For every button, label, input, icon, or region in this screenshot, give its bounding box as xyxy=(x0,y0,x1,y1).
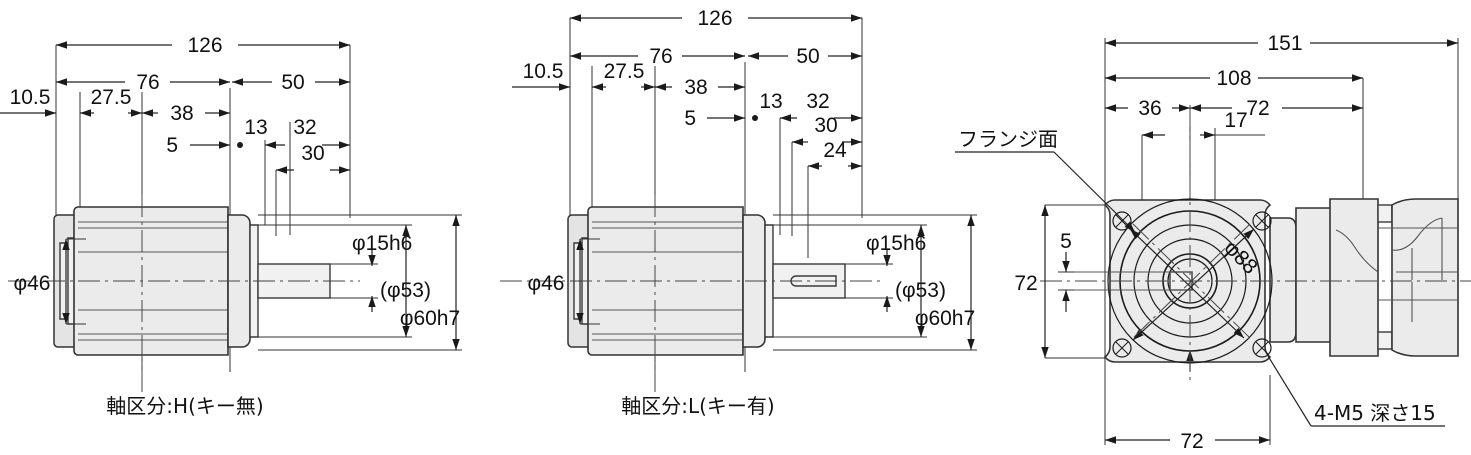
dim-label-76-mid: 76 xyxy=(649,45,672,68)
dim-right-5: 5 xyxy=(1058,230,1074,312)
flange-face-note: フランジ面 xyxy=(955,127,1136,233)
dim-right-151: 151 xyxy=(1105,32,1458,55)
dim-left-126: 126 xyxy=(56,34,350,57)
node-dot-mid xyxy=(752,115,758,121)
mounting-holes xyxy=(1112,211,1272,358)
dim-label-10-5-mid: 10.5 xyxy=(523,60,564,83)
dim-mid-76: 76 xyxy=(570,45,745,68)
dim-mid-5: 5 xyxy=(684,107,758,130)
motor-body-ribs-mid xyxy=(592,221,743,341)
shaft-side-lines xyxy=(1060,271,1192,291)
view-middle-caption: 軸区分:L(キー有) xyxy=(621,394,775,418)
dim-left-5: 5 xyxy=(166,134,243,157)
dim-left-50: 50 xyxy=(232,71,350,94)
dim-label-36: 36 xyxy=(1138,97,1161,120)
tapped-hole-label: 4-M5 深さ15 xyxy=(1314,401,1436,425)
dim-left-27-5: 27.5 xyxy=(80,86,142,117)
right-body-details xyxy=(1335,217,1458,322)
dim-left-38: 38 xyxy=(142,102,230,125)
dim-label-13-mid: 13 xyxy=(759,90,782,113)
dim-left-76: 76 xyxy=(56,71,230,94)
dim-right-108: 108 xyxy=(1105,67,1363,90)
dim-mid-32: 32 xyxy=(780,90,862,122)
view-right: 151 108 36 72 17 xyxy=(955,32,1471,453)
hole-top-right xyxy=(1252,211,1272,231)
dim-label-72-top: 72 xyxy=(1246,97,1269,120)
dim-label-10-5: 10.5 xyxy=(10,86,51,109)
hole-bottom-left xyxy=(1112,338,1132,358)
terminal-box-bottom xyxy=(1377,331,1393,350)
view-middle: 126 76 50 10.5 27.5 38 xyxy=(500,7,977,418)
view-left: 126 76 50 10.5 27.5 38 xyxy=(0,34,462,418)
dim-left-shaft-diameters: φ15h6 (φ53) φ60h7 xyxy=(250,214,462,351)
dim-left-32: 32 xyxy=(265,116,350,149)
dim-label-24-mid: 24 xyxy=(823,139,847,162)
flange-face-label: フランジ面 xyxy=(958,127,1058,151)
motor-body-mid xyxy=(587,206,744,356)
dim-mid-phi46: φ46 xyxy=(528,238,600,325)
diagonal-centerlines xyxy=(1132,223,1251,339)
dim-label-27-5: 27.5 xyxy=(91,86,132,109)
view-left-caption: 軸区分:H(キー無) xyxy=(106,394,263,418)
dim-label-30-mid: 30 xyxy=(814,114,837,137)
dim-label-126-mid: 126 xyxy=(697,7,732,30)
dim-mid-126: 126 xyxy=(570,7,862,30)
dim-label-phi15h6: φ15h6 xyxy=(352,232,412,255)
motor-body-ribs xyxy=(78,221,228,341)
terminal-box-top xyxy=(1377,204,1393,223)
hole-bottom-right xyxy=(1252,338,1272,358)
dim-left-10-5: 10.5 xyxy=(0,86,56,117)
dim-label-5-right: 5 xyxy=(1060,230,1072,253)
dim-label-phi60h7: φ60h7 xyxy=(400,307,460,330)
dim-label-32: 32 xyxy=(293,116,316,139)
dim-label-30: 30 xyxy=(301,142,324,165)
dim-label-13: 13 xyxy=(244,116,267,139)
dim-label-38: 38 xyxy=(170,102,193,125)
dim-label-38-mid: 38 xyxy=(684,76,707,99)
dim-label-phi46-mid: φ46 xyxy=(528,272,565,295)
dim-mid-shaft-diameters: φ15h6 (φ53) φ60h7 xyxy=(765,214,977,351)
dim-label-27-5-mid: 27.5 xyxy=(604,60,645,83)
dim-label-17: 17 xyxy=(1224,109,1247,132)
dim-right-72-top: 72 xyxy=(1190,97,1363,120)
hole-top-left xyxy=(1112,211,1132,231)
dim-mid-30: 30 xyxy=(792,114,862,146)
tapped-hole-note: 4-M5 深さ15 xyxy=(1267,355,1445,427)
dim-right-36: 36 xyxy=(1105,97,1190,120)
keyway xyxy=(790,275,837,287)
dim-label-76: 76 xyxy=(136,71,159,94)
node-dot xyxy=(237,142,243,148)
dim-mid-50: 50 xyxy=(748,45,862,68)
dim-right-72-vertical: 72 xyxy=(1014,204,1105,359)
dim-label-72-vert: 72 xyxy=(1014,272,1037,295)
dim-label-32-mid: 32 xyxy=(806,90,829,113)
dim-label-phi46: φ46 xyxy=(14,272,51,295)
dim-label-phi15h6-mid: φ15h6 xyxy=(866,232,926,255)
dim-label-50: 50 xyxy=(281,71,304,94)
dim-label-5: 5 xyxy=(166,134,178,157)
dim-label-phi60h7-mid: φ60h7 xyxy=(915,307,975,330)
connector-body xyxy=(1391,198,1459,357)
dim-mid-27-5: 27.5 xyxy=(592,60,655,91)
dim-mid-10-5: 10.5 xyxy=(512,60,570,91)
dim-mid-38: 38 xyxy=(655,76,745,99)
dim-label-126: 126 xyxy=(187,34,222,57)
motor-rear-body xyxy=(1329,198,1379,357)
dim-left-phi46: φ46 xyxy=(14,238,86,325)
dim-right-72-bottom: 72 xyxy=(1104,375,1271,453)
dim-label-5-mid: 5 xyxy=(684,107,696,130)
dim-mid-24: 24 xyxy=(808,139,862,170)
dim-label-151: 151 xyxy=(1267,32,1302,55)
dim-label-72-bottom: 72 xyxy=(1180,430,1203,453)
dim-right-17: 17 xyxy=(1141,109,1265,200)
dim-label-108: 108 xyxy=(1216,67,1251,90)
dim-label-50-mid: 50 xyxy=(796,45,819,68)
gearbox-mid-1 xyxy=(1269,217,1297,343)
